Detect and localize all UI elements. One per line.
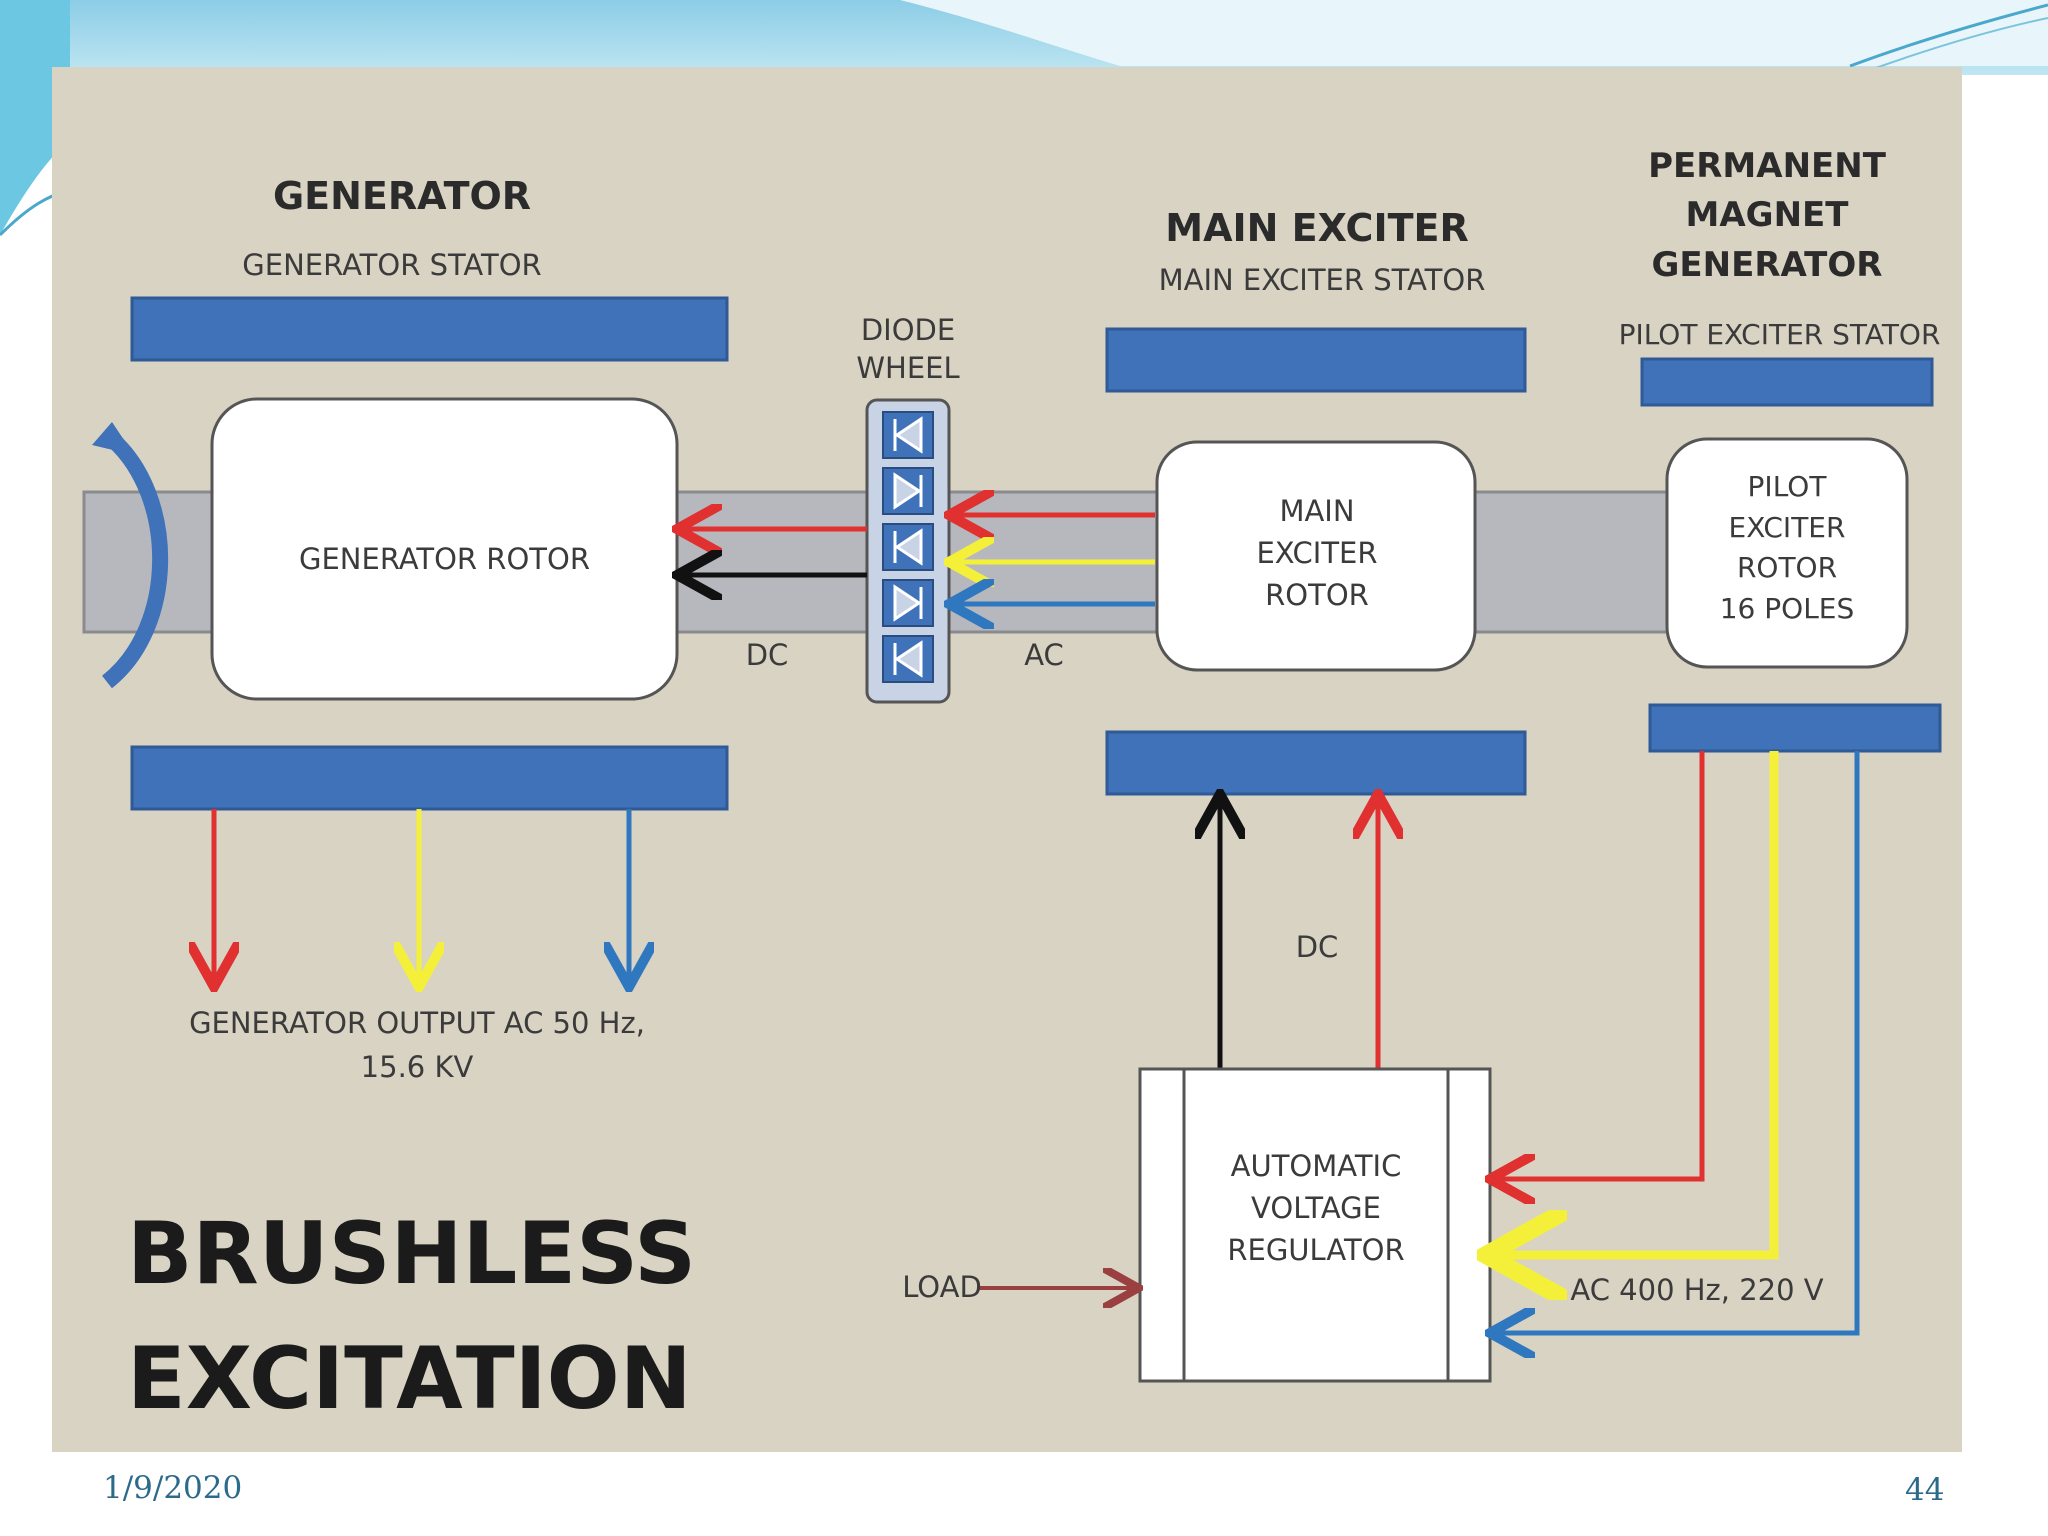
- pmg-feed-red: [1495, 751, 1705, 1179]
- pilot-exciter-rotor-label: PILOT EXCITER ROTOR 16 POLES: [1719, 470, 1855, 625]
- pmg-feed-yellow: [1495, 751, 1779, 1255]
- avr-label: AUTOMATIC VOLTAGE REGULATOR: [1227, 1149, 1405, 1268]
- dc-label-middle: DC: [1295, 930, 1339, 964]
- dc-label-left: DC: [745, 638, 789, 672]
- pilot-exciter-stator-label: PILOT EXCITER STATOR: [1618, 318, 1941, 351]
- generator-rotor-label: GENERATOR ROTOR: [299, 542, 590, 576]
- main-exciter-stator-top: [1105, 327, 1527, 393]
- pmg-heading: PERMANENT MAGNET GENERATOR: [1648, 146, 1886, 285]
- avr-box: [1138, 1067, 1492, 1383]
- pilot-exciter-rotor-box: [1665, 437, 1909, 669]
- diode-icon: [882, 579, 934, 627]
- diode-icon: [882, 411, 934, 459]
- diode-wheel: [865, 398, 951, 704]
- diode-wheel-label: DIODE WHEEL: [856, 313, 960, 385]
- diode-icon: [882, 523, 934, 571]
- rotation-arrow-icon: [92, 422, 169, 689]
- load-label: LOAD: [902, 1270, 982, 1304]
- footer-date: 1/9/2020: [103, 1470, 243, 1506]
- diagram-graphics: [82, 296, 1942, 1383]
- diode-icon: [882, 467, 934, 515]
- ac-400-label: AC 400 Hz, 220 V: [1570, 1273, 1824, 1307]
- pilot-exciter-stator-bottom: [1648, 703, 1942, 753]
- generator-stator-top: [130, 296, 729, 362]
- pmg-feed-blue: [1495, 751, 1860, 1333]
- main-exciter-heading: MAIN EXCITER: [1165, 206, 1469, 250]
- generator-stator-label: GENERATOR STATOR: [242, 248, 542, 282]
- generator-stator-bottom: [130, 745, 729, 811]
- main-exciter-stator-label: MAIN EXCITER STATOR: [1158, 263, 1486, 297]
- page-number: 44: [1905, 1472, 1945, 1508]
- diode-icon: [882, 635, 934, 683]
- main-exciter-rotor-box: [1155, 440, 1477, 672]
- pilot-exciter-stator-top: [1640, 357, 1934, 407]
- diagram-panel: GENERATOR GENERATOR STATOR GENERATOR ROT…: [52, 67, 1962, 1452]
- main-exciter-stator-bottom: [1105, 730, 1527, 796]
- ac-label: AC: [1024, 638, 1064, 672]
- generator-output-label: GENERATOR OUTPUT AC 50 Hz, 15.6 KV: [189, 1006, 645, 1084]
- main-exciter-rotor-label: MAIN EXCITER ROTOR: [1256, 494, 1378, 613]
- diagram-title: BRUSHLESS EXCITATION: [127, 1204, 697, 1429]
- generator-heading: GENERATOR: [272, 174, 532, 218]
